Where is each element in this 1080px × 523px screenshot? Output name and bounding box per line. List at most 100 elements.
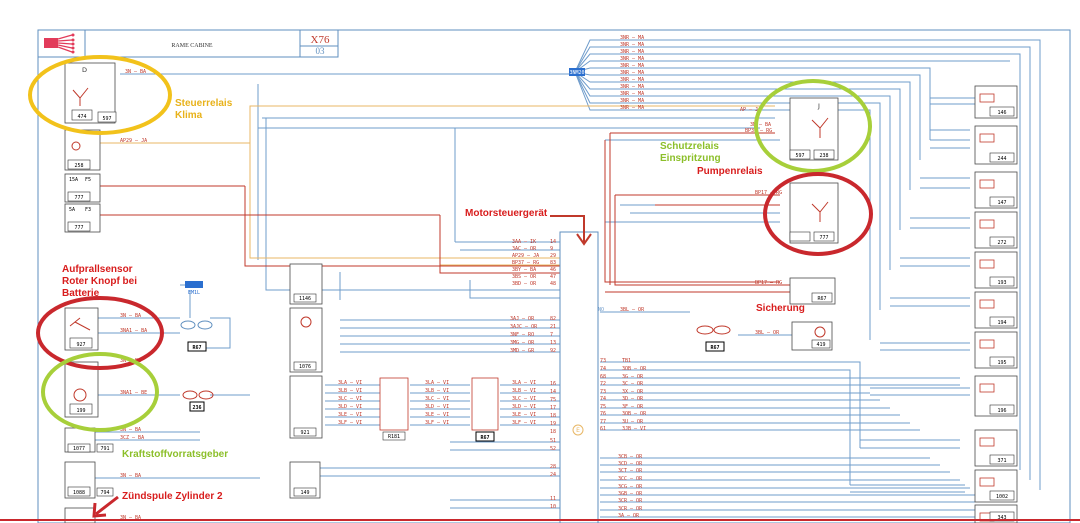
wire-code: AP29 — JA <box>512 253 539 259</box>
component-927: 927 <box>64 307 99 351</box>
wire-code: 3LC — VI <box>512 396 536 402</box>
wire-code: 19 <box>550 421 556 427</box>
svg-text:R67: R67 <box>480 435 489 441</box>
wire-code: 3CG — OR <box>618 484 643 490</box>
wire-code: BP17 — RG <box>755 280 782 286</box>
svg-text:F5: F5 <box>85 177 91 183</box>
svg-text:Roter Knopf bei: Roter Knopf bei <box>62 276 137 287</box>
wire-code: 3A — OR <box>618 513 640 519</box>
svg-text:Aufprallsensor: Aufprallsensor <box>62 264 133 275</box>
wire-code: 3AJC — OR <box>510 324 538 330</box>
svg-text:R67: R67 <box>192 345 201 351</box>
wire-code: 51 <box>550 438 556 444</box>
wire-code: 28 <box>550 464 556 470</box>
annotation-aufprallsensor: Aufprallsensor Roter Knopf bei Batterie <box>62 264 137 299</box>
svg-text:777: 777 <box>819 235 828 241</box>
wire-code: 3F — OR <box>622 404 644 410</box>
svg-text:777: 777 <box>74 195 83 201</box>
svg-text:777: 777 <box>74 225 83 231</box>
wire-code: 3AJ — OR <box>510 316 535 322</box>
right-component-343: 343 <box>974 504 1018 523</box>
wire-code: AP29 — JA <box>120 138 147 144</box>
fuse-777-f1: R67 <box>789 277 836 305</box>
component-1088: 1088 794 <box>64 461 114 499</box>
wire-code: 3LB — VI <box>338 388 362 394</box>
wire-code: 76 <box>600 411 606 417</box>
wire-code: 3LF — VI <box>338 420 362 426</box>
svg-text:1076: 1076 <box>299 364 311 370</box>
wire-code: 3CB — OR <box>618 454 643 460</box>
highlight-pumpenrelais <box>763 172 873 256</box>
relay-238: 777 <box>789 182 839 244</box>
wire-code: 83 <box>550 260 556 266</box>
wire-code: 48 <box>550 281 556 287</box>
wire-code: 77 <box>600 419 606 425</box>
wire-code: 3N — BA <box>120 473 141 479</box>
connector-r67-right: R67 <box>696 325 731 352</box>
wire-code: 17 <box>550 405 556 411</box>
wire-code: 3NR — MA <box>620 63 644 69</box>
component-921: 921 <box>289 375 323 439</box>
wire-code: AP — JA <box>740 107 761 113</box>
svg-text:R181: R181 <box>388 434 400 440</box>
annotation-steuerrelais: Steuerrelais Klima <box>175 98 233 121</box>
wire-code: 3OB — OR <box>622 411 647 417</box>
svg-text:Sicherung: Sicherung <box>756 303 805 314</box>
component-1146: 1146 <box>289 263 323 305</box>
wire-code: 3JB — VI <box>622 426 646 432</box>
zuendspule-arrow-icon <box>92 495 119 518</box>
wire-code: 18 <box>550 413 556 419</box>
wire-code: 13 <box>550 340 556 346</box>
wire-code: 3LD — VI <box>512 404 536 410</box>
component-474: D 474 597 <box>64 62 117 124</box>
right-component-147: 147 <box>974 171 1018 209</box>
svg-text:474: 474 <box>77 114 86 120</box>
wire-code: 3C — OR <box>622 381 644 387</box>
connector-r67-left: R67 <box>180 320 213 352</box>
highlight-schutzrelais <box>754 79 872 173</box>
right-component-number: 343 <box>997 515 1006 521</box>
wire-code: 3NA1 — BE <box>120 390 147 396</box>
svg-text:Steuerrelais: Steuerrelais <box>175 98 233 109</box>
right-component-number: 194 <box>997 320 1006 326</box>
component-1077: 1077 791 <box>64 427 114 453</box>
svg-text:1088: 1088 <box>73 490 85 496</box>
svg-text:791: 791 <box>100 446 109 452</box>
svg-text:1077: 1077 <box>73 446 85 452</box>
wire-code: 3LA — VI <box>425 380 449 386</box>
wire-code: 3LB — VI <box>512 388 536 394</box>
wire-code: 9 <box>550 246 553 252</box>
wire-code: 73 <box>600 389 606 395</box>
svg-text:921: 921 <box>300 430 309 436</box>
wire-code: 3LA — VI <box>338 380 362 386</box>
component-r67-mid: R67 <box>471 377 499 442</box>
svg-text:Schutzrelais: Schutzrelais <box>660 141 719 152</box>
wire-code: 3BL — OR <box>620 307 645 313</box>
svg-text:R67: R67 <box>710 345 719 351</box>
component-149: 149 <box>289 461 321 499</box>
wire-code: 3LD — VI <box>425 404 449 410</box>
wire-code: 3MD — GR <box>510 348 535 354</box>
svg-text:597: 597 <box>795 153 804 159</box>
wire-code: 3LA — VI <box>512 380 536 386</box>
svg-text:J: J <box>817 102 820 110</box>
right-component-number: 195 <box>997 360 1006 366</box>
wire-code: 3CD — OR <box>618 461 643 467</box>
wire-code: 3LE — VI <box>338 412 362 418</box>
wire-code: 68 <box>600 374 606 380</box>
right-component-number: 371 <box>997 458 1006 464</box>
splice-tag: EM1L <box>185 281 203 296</box>
svg-text:D: D <box>82 66 87 74</box>
wire-code: 11 <box>550 496 556 502</box>
right-component-1002: 1002 <box>974 469 1018 503</box>
component-777-fuse-f5: 15A F5 777 <box>64 173 101 203</box>
svg-text:Batterie: Batterie <box>62 288 100 299</box>
component-258: 258 <box>64 129 101 171</box>
annotation-sicherung: Sicherung <box>756 303 805 314</box>
wire-code: 14 <box>550 239 556 245</box>
connector-logo-icon <box>44 33 75 54</box>
annotation-schutzrelais: Schutzrelais Einspritzung <box>660 141 721 164</box>
right-component-146: 146 <box>974 85 1018 119</box>
wire-code: 10 <box>550 504 556 510</box>
right-component-number: 193 <box>997 280 1006 286</box>
